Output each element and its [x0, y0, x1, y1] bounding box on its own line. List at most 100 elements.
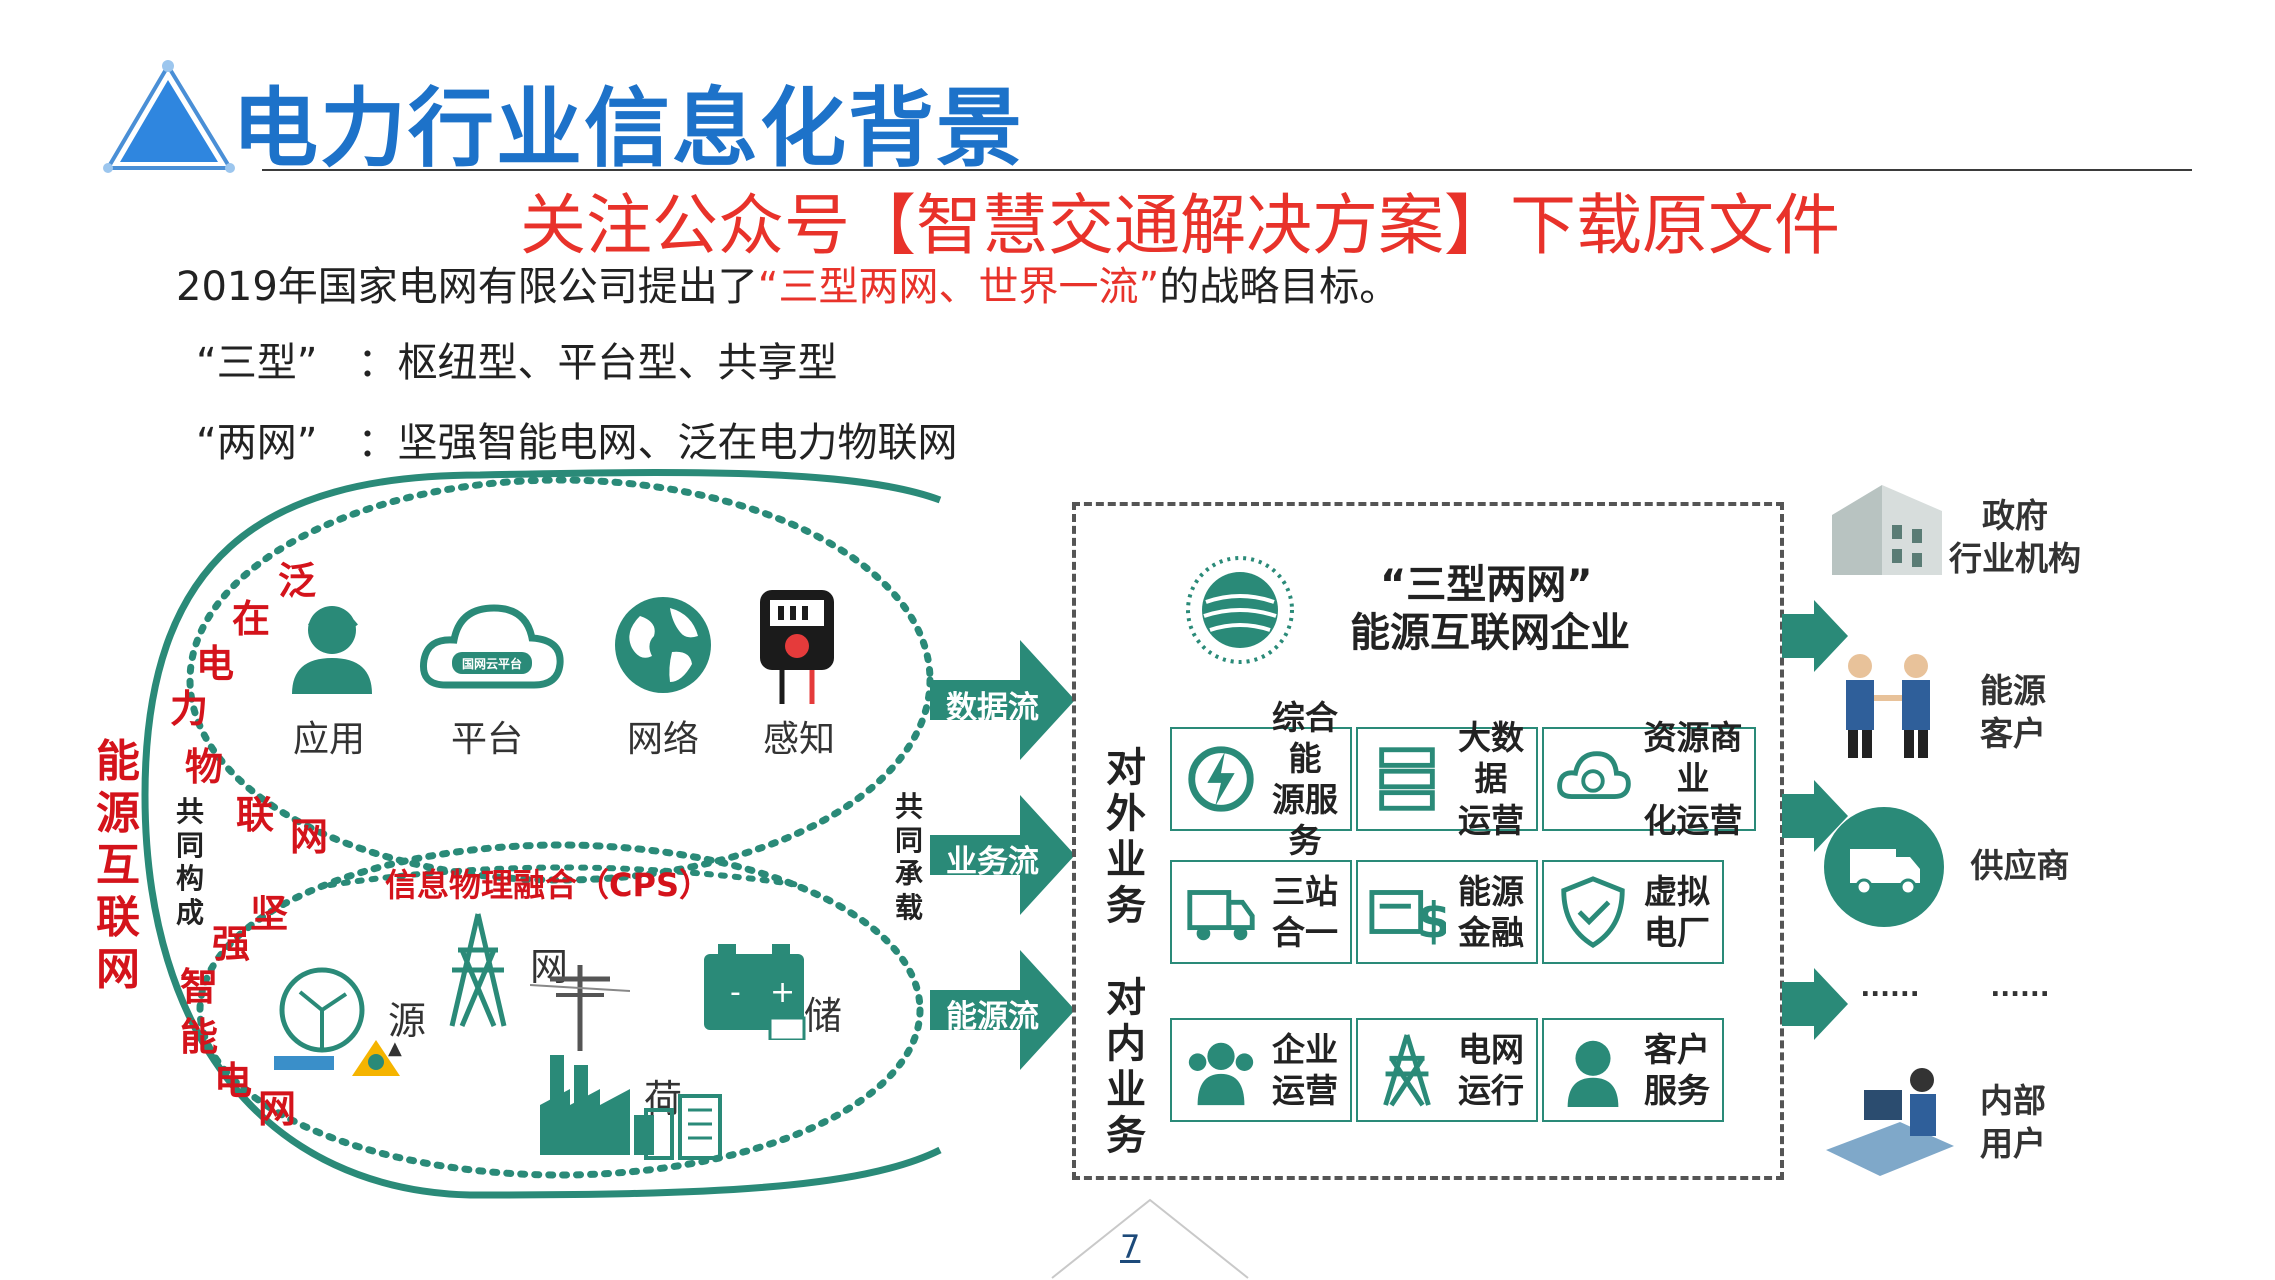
service-tile: 电网运行	[1356, 1018, 1538, 1122]
iot-char: 联	[236, 793, 275, 837]
title-divider	[262, 169, 2192, 171]
grid-char: 电	[214, 1059, 253, 1103]
enterprise-heading-2: 能源互联网企业	[1350, 610, 1630, 656]
flow-arrows	[930, 640, 1075, 1070]
joint-carry-char: 共	[895, 790, 924, 823]
item-source: 源	[388, 999, 427, 1043]
joint-build-char: 同	[176, 828, 205, 862]
sensor-device-icon	[760, 590, 834, 704]
office-user-icon	[1826, 1068, 1954, 1176]
city-building-icon	[644, 1094, 722, 1160]
sanxing-line: “三型” ：枢纽型、平台型、共享型	[196, 340, 838, 386]
page-number: 7	[1120, 1228, 1141, 1266]
internal-char: 业	[1106, 1067, 1146, 1113]
external-business-label: 对 外 业 务	[1106, 745, 1152, 929]
energy-internet-char: 能	[96, 736, 140, 787]
flow-energy: 能源流	[946, 999, 1039, 1035]
truck-icon	[1187, 890, 1255, 941]
service-label: 虚拟电厂	[1644, 871, 1710, 952]
service-tile: 三站合一	[1170, 860, 1352, 964]
customer-icon	[1567, 1040, 1619, 1108]
joint-build-char: 共	[176, 795, 205, 828]
grid-char: 网	[258, 1087, 297, 1131]
item-app: 应用	[292, 719, 365, 760]
power-pole-icon	[530, 965, 630, 1051]
internal-char: 务	[1106, 1113, 1146, 1159]
external-char: 业	[1106, 837, 1146, 883]
iot-char: 泛	[278, 559, 317, 603]
service-tile: 资源商业化运营	[1542, 718, 1756, 840]
energy-internet-char: 互	[96, 840, 140, 891]
svg-text:-: -	[730, 975, 741, 1010]
finance-icon: $	[1369, 890, 1446, 949]
factory-icon	[540, 1055, 654, 1155]
cloud-platform-icon: 国网云平台	[419, 604, 564, 689]
energy-internet-char: 网	[96, 944, 140, 995]
enterprise-box	[1072, 502, 1784, 1180]
energy-internet-label: 能 源 互 联 网	[96, 740, 146, 992]
page-title: 电力行业信息化背景	[232, 79, 1024, 179]
globe-network-icon	[615, 597, 711, 693]
intro-suffix: 的战略目标。	[1159, 264, 1400, 310]
service-label: 能源金融	[1458, 871, 1524, 952]
service-label: 客户服务	[1644, 1029, 1710, 1110]
service-tile: 综合能源服务	[1170, 698, 1352, 860]
service-tile: 客户服务	[1542, 1018, 1724, 1122]
grid-char: 强	[212, 922, 251, 966]
page-number-frame-icon	[1051, 1198, 1249, 1279]
external-char: 外	[1106, 791, 1146, 837]
delivery-truck-icon	[1824, 807, 1944, 927]
iot-char: 在	[232, 597, 271, 641]
item-load: 荷	[644, 1077, 683, 1121]
energy-service-icon	[1188, 746, 1254, 812]
right-label-supplier: 供应商	[1970, 846, 2070, 885]
external-char: 对	[1106, 745, 1146, 791]
joint-build-char: 成	[176, 895, 205, 929]
output-arrows	[1782, 600, 1848, 1040]
right-ellipsis-left: ......	[1860, 973, 1920, 1003]
promo-banner: 关注公众号【智慧交通解决方案】下载原文件	[520, 187, 1840, 264]
people-icon	[1188, 1042, 1254, 1106]
liangwang-line: “两网” ：坚强智能电网、泛在电力物联网	[196, 420, 958, 466]
state-grid-logo-icon	[1186, 556, 1294, 664]
service-label: 电网运行	[1458, 1029, 1524, 1110]
enterprise-heading-1: “三型两网”	[1380, 562, 1593, 608]
building-icon	[1832, 485, 1942, 575]
right-ellipsis-right: ......	[1990, 973, 2050, 1003]
joint-build-char: 构	[176, 862, 205, 896]
right-label-internal: 内部用户	[1980, 1081, 2046, 1163]
external-char: 务	[1106, 883, 1146, 929]
grid-char: 智	[180, 965, 219, 1009]
svg-text:+: +	[770, 975, 795, 1010]
service-label: 资源商业化运营	[1643, 718, 1743, 840]
service-label: 大数据运营	[1458, 718, 1524, 840]
flow-data: 数据流	[946, 690, 1039, 726]
svg-text:$: $	[1417, 893, 1446, 949]
internal-business-label: 对 内 业 务	[1106, 975, 1152, 1159]
cloud-recycle-icon	[1557, 751, 1631, 799]
joint-build-label: 共 同 构 成	[176, 795, 208, 929]
service-label: 企业运营	[1272, 1029, 1338, 1110]
intro-text: 2019年国家电网有限公司提出了“三型两网、世界一流”的战略目标。	[176, 254, 1399, 312]
iot-char: 力	[170, 687, 209, 731]
grid-char: 能	[180, 1015, 219, 1059]
item-grid: 网	[530, 945, 569, 989]
handshake-icon	[1846, 654, 1930, 758]
service-label: 三站合一	[1272, 871, 1338, 952]
energy-internet-char: 源	[96, 788, 140, 839]
joint-carry-char: 承	[895, 857, 924, 891]
iot-char: 物	[185, 745, 224, 789]
service-tile: 大数据运营	[1356, 718, 1538, 840]
transmission-tower-icon	[449, 913, 507, 1027]
app-user-icon	[292, 606, 372, 694]
right-label-customer: 能源客户	[1980, 671, 2046, 753]
right-label-gov: 政府行业机构	[1949, 496, 2081, 578]
item-platform: 平台	[450, 719, 523, 760]
tower-icon	[1383, 1034, 1431, 1107]
iot-char: 网	[290, 815, 329, 859]
item-network: 网络	[626, 719, 699, 760]
server-icon	[1379, 747, 1435, 811]
iot-char: 电	[196, 642, 235, 686]
shield-icon	[1561, 876, 1625, 948]
service-label: 综合能源服务	[1272, 697, 1338, 861]
